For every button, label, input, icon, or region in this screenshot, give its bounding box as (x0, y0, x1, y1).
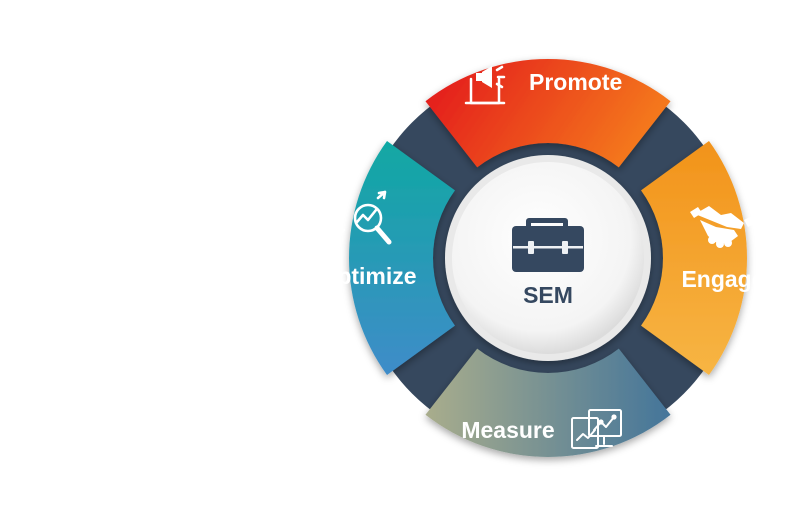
promote-label: Promote (529, 69, 622, 95)
center-label: SEM (523, 282, 573, 308)
handshake-icon (690, 206, 756, 248)
analytics-monitor-icon (571, 409, 622, 449)
promote-segment[interactable] (425, 59, 671, 168)
briefcase-icon (512, 218, 584, 272)
magnifier-chart-icon (338, 190, 392, 245)
measure-segment[interactable] (425, 348, 671, 457)
megaphone-laptop-icon (464, 65, 506, 105)
engage-label: Engage (681, 266, 764, 292)
optimize-label: Optimize (319, 263, 416, 289)
measure-label: Measure (461, 417, 554, 443)
optimize-segment[interactable] (349, 141, 455, 375)
engage-segment[interactable] (641, 141, 747, 375)
